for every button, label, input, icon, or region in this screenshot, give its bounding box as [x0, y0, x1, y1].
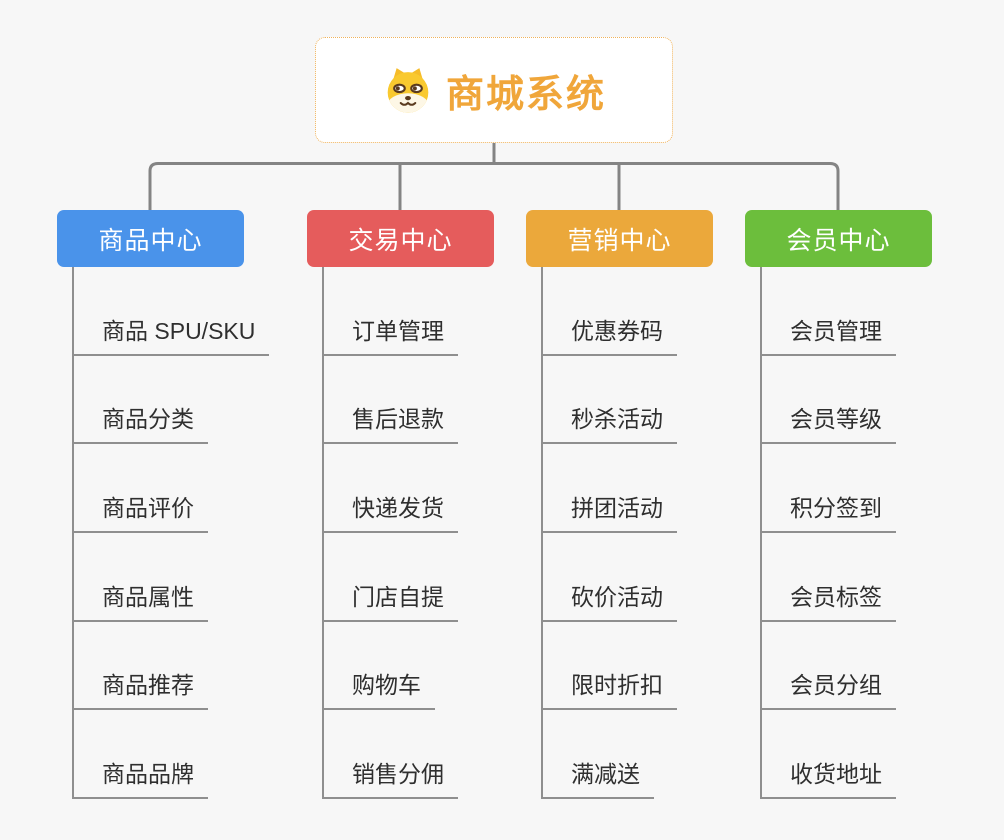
shiba-dog-icon [387, 68, 429, 113]
branch-trunk-line [72, 267, 74, 799]
bus-line [148, 162, 840, 210]
branch-trunk-line [541, 267, 543, 799]
branch-child[interactable]: 快递发货 [322, 489, 458, 534]
branch-trade-center: 交易中心 订单管理 售后退款 快递发货 门店自提 购物车 销售分佣 [307, 210, 622, 800]
branch-children: 商品 SPU/SKU 商品分类 商品评价 商品属性 商品推荐 商品品牌 [72, 267, 372, 800]
branch-product-center: 商品中心 商品 SPU/SKU 商品分类 商品评价 商品属性 商品推荐 商品品牌 [57, 210, 372, 800]
branch-child[interactable]: 门店自提 [322, 578, 458, 622]
branch-child[interactable]: 拼团活动 [541, 489, 677, 534]
root-node[interactable]: 商城系统 [315, 37, 673, 143]
branch-trunk-line [322, 267, 324, 799]
branch-child[interactable]: 优惠券码 [541, 312, 677, 356]
branch-child[interactable]: 限时折扣 [541, 666, 677, 711]
branch-child[interactable]: 秒杀活动 [541, 400, 677, 445]
branch-child[interactable]: 商品属性 [72, 578, 208, 622]
branch-children: 优惠券码 秒杀活动 拼团活动 砍价活动 限时折扣 满减送 [541, 267, 841, 800]
branch-child[interactable]: 商品推荐 [72, 666, 208, 711]
branch-header-trade[interactable]: 交易中心 [307, 210, 494, 267]
branch-header-marketing[interactable]: 营销中心 [526, 210, 713, 267]
branch-child[interactable]: 会员标签 [760, 578, 896, 622]
branch-child[interactable]: 积分签到 [760, 489, 896, 534]
branch-child[interactable]: 商品分类 [72, 400, 208, 445]
branch-children: 会员管理 会员等级 积分签到 会员标签 会员分组 收货地址 [760, 267, 1004, 800]
branch-child[interactable]: 商品品牌 [72, 755, 208, 800]
branch-header-member[interactable]: 会员中心 [745, 210, 932, 267]
branch-marketing-center: 营销中心 优惠券码 秒杀活动 拼团活动 砍价活动 限时折扣 满减送 [526, 210, 841, 800]
branch-trunk-line [760, 267, 762, 799]
branch-child[interactable]: 售后退款 [322, 400, 458, 445]
root-title: 商城系统 [445, 73, 606, 116]
branch-child[interactable]: 购物车 [322, 666, 435, 711]
branch-header-product[interactable]: 商品中心 [57, 210, 244, 267]
branch-children: 订单管理 售后退款 快递发货 门店自提 购物车 销售分佣 [322, 267, 622, 800]
branch-child[interactable]: 满减送 [541, 755, 654, 800]
branch-child[interactable]: 收货地址 [760, 755, 896, 800]
branch-child[interactable]: 砍价活动 [541, 578, 677, 622]
branch-member-center: 会员中心 会员管理 会员等级 积分签到 会员标签 会员分组 收货地址 [745, 210, 1004, 800]
branch-child[interactable]: 商品评价 [72, 489, 208, 534]
branch-child[interactable]: 销售分佣 [322, 755, 458, 800]
branch-child[interactable]: 商品 SPU/SKU [72, 312, 270, 356]
branch-child[interactable]: 订单管理 [322, 312, 458, 356]
branch-child[interactable]: 会员分组 [760, 666, 896, 711]
branch-child[interactable]: 会员等级 [760, 400, 896, 445]
branch-child[interactable]: 会员管理 [760, 312, 896, 356]
